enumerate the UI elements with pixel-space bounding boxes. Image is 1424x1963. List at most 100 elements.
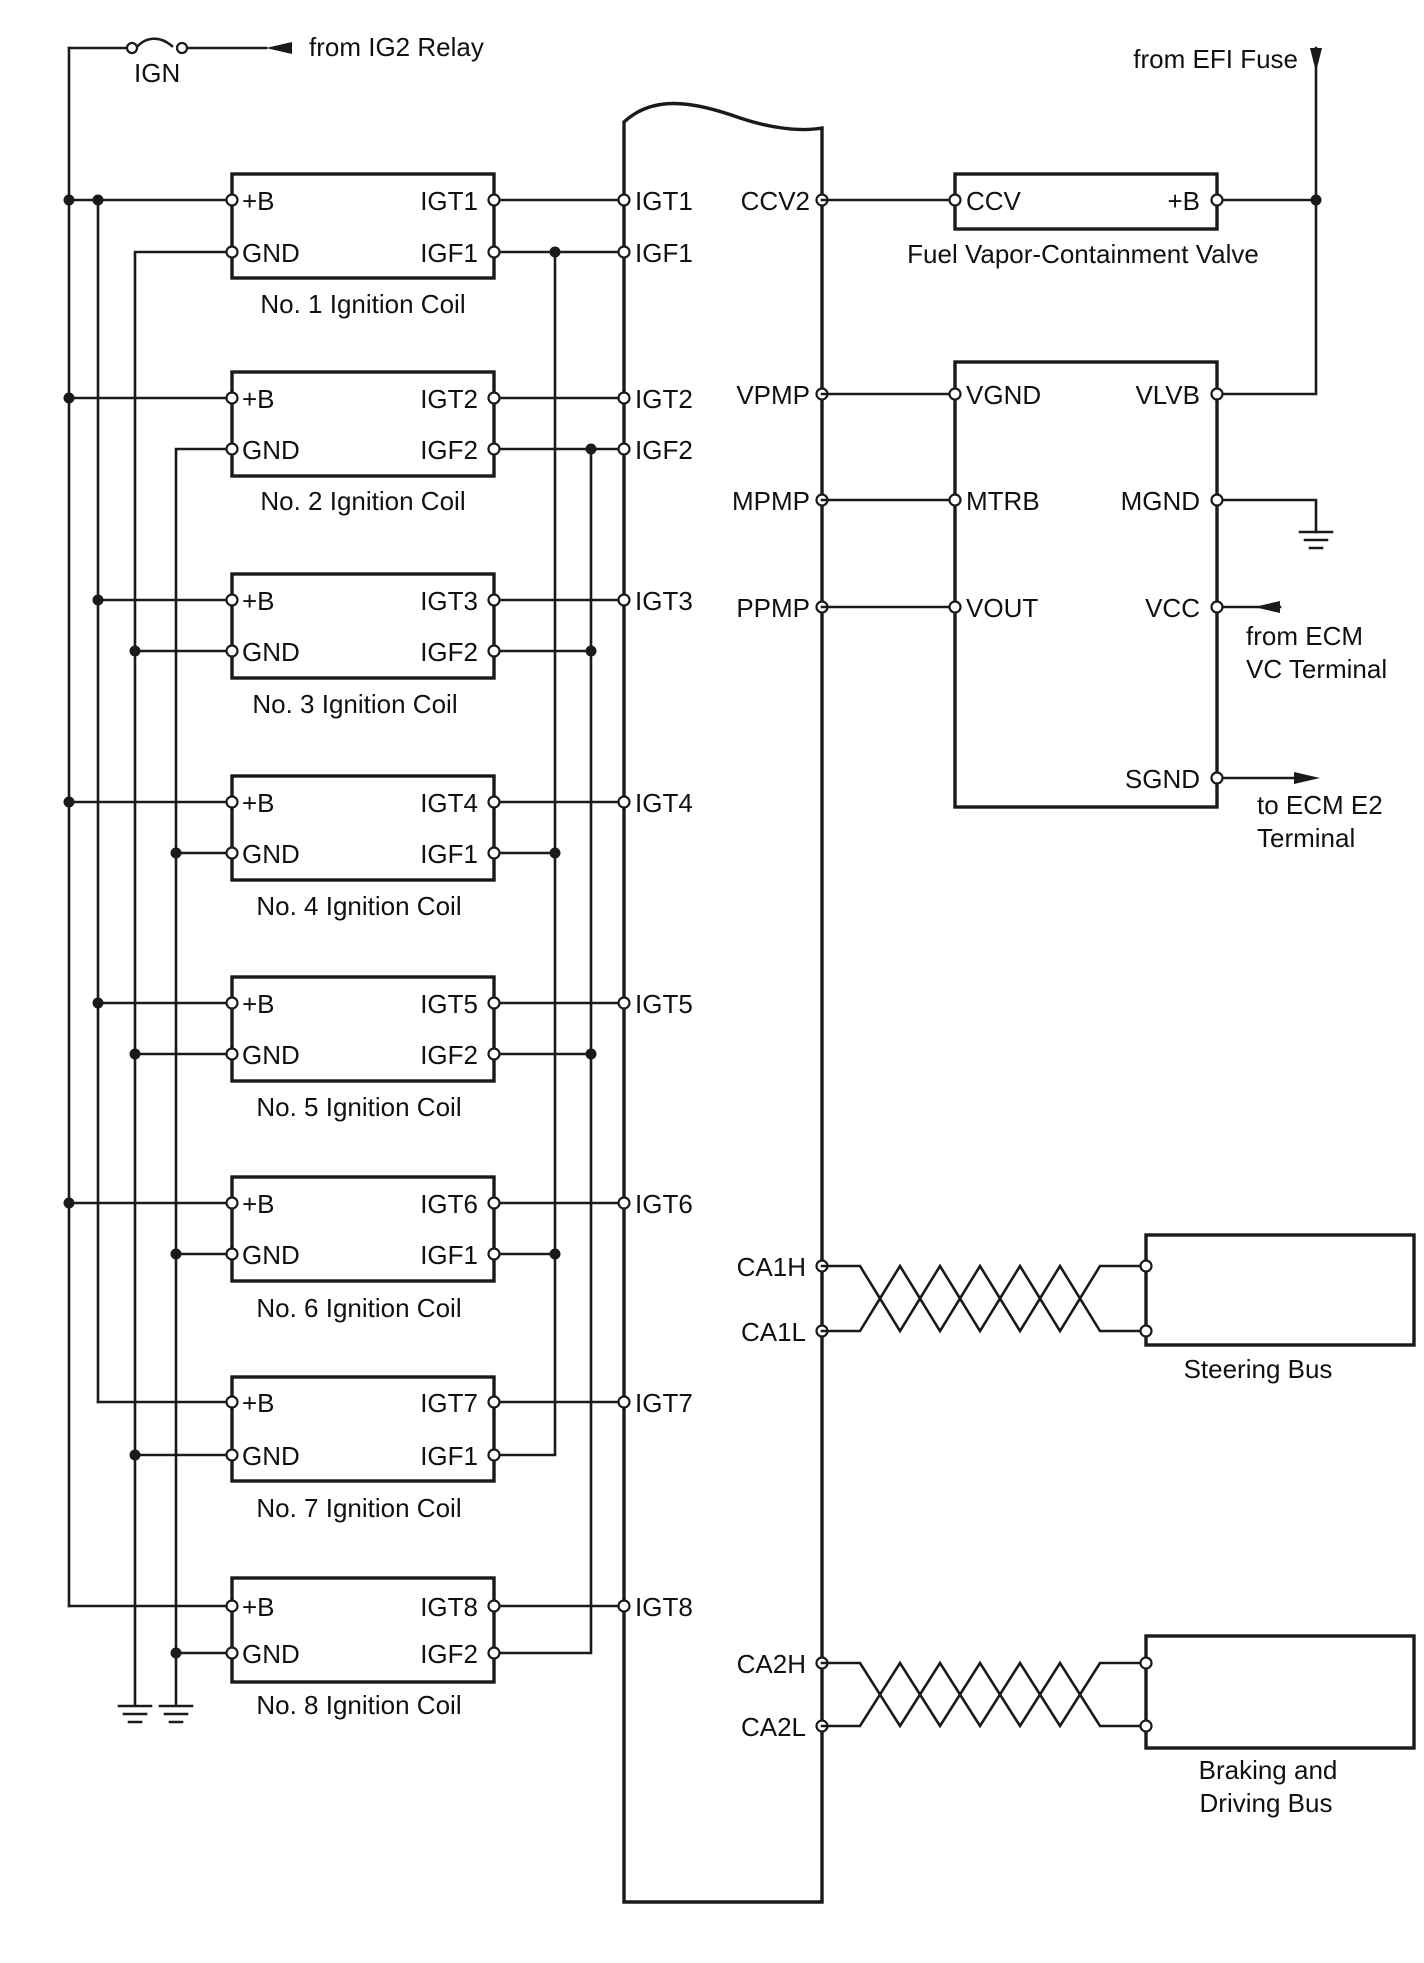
- coil-1-b-pin: +B: [242, 186, 275, 216]
- ignition-coil-1: +B GND IGT1 IGF1 No. 1 Ignition Coil: [63, 172, 626, 319]
- coil-8-b-pin: +B: [242, 1592, 275, 1622]
- coil-3-label: No. 3 Ignition Coil: [252, 689, 457, 719]
- coil-8-gnd-pin: GND: [242, 1639, 300, 1669]
- pump-pin-vcc: VCC: [1145, 593, 1200, 623]
- coil-2-b-pin: +B: [242, 384, 275, 414]
- ign-feed: IGN from IG2 Relay: [67, 32, 484, 88]
- coil-7-label: No. 7 Ignition Coil: [256, 1493, 461, 1523]
- ecm-pin-vpmp: VPMP: [736, 380, 810, 410]
- coil-1-igt-pin: IGT1: [420, 186, 478, 216]
- pump-pin-mtrb: MTRB: [966, 486, 1040, 516]
- ecm-pin-igt6: IGT6: [635, 1189, 693, 1219]
- ignition-coil-8: +B GND IGT8 IGF2 No. 8 Ignition Coil: [67, 1576, 626, 1720]
- ign-fuse-label: IGN: [134, 58, 180, 88]
- ecm-pin-igf2: IGF2: [635, 435, 693, 465]
- ig2-relay-label: from IG2 Relay: [309, 32, 484, 62]
- braking-driving-bus: Braking and Driving Bus: [820, 1634, 1416, 1818]
- coil-2-gnd-pin: GND: [242, 435, 300, 465]
- ecm-pin-mpmp: MPMP: [732, 486, 810, 516]
- ecm-pin-igt2: IGT2: [635, 384, 693, 414]
- coil-3-igf-pin: IGF2: [420, 637, 478, 667]
- coil-5-label: No. 5 Ignition Coil: [256, 1092, 461, 1122]
- fuse-terminal-right: [175, 41, 189, 55]
- coil-1-igf-pin: IGF1: [420, 238, 478, 268]
- coil-6-igf-pin: IGF1: [420, 1240, 478, 1270]
- ecm-pin-igt8: IGT8: [635, 1592, 693, 1622]
- vc-arrow: [1254, 601, 1280, 613]
- e2-terminal-label-2: Terminal: [1257, 823, 1355, 853]
- e2-arrow: [1294, 772, 1320, 784]
- coil-7-igf-pin: IGF1: [420, 1441, 478, 1471]
- coil-6-label: No. 6 Ignition Coil: [256, 1293, 461, 1323]
- ignition-coil-5: +B GND IGT5 IGF2 No. 5 Ignition Coil: [92, 975, 626, 1122]
- coil-6-gnd-pin: GND: [242, 1240, 300, 1270]
- coil-7-b-pin: +B: [242, 1388, 275, 1418]
- e2-terminal-label-1: to ECM E2: [1257, 790, 1383, 820]
- efi-fuse-label: from EFI Fuse: [1133, 44, 1298, 74]
- ig2-relay-arrow: [266, 42, 292, 54]
- ground-symbol-left-b: [158, 1704, 194, 1724]
- valve-label: Fuel Vapor-Containment Valve: [907, 239, 1259, 269]
- steering-bus: Steering Bus: [820, 1233, 1416, 1384]
- pump-pin-vout: VOUT: [966, 593, 1038, 623]
- pump-module: VGND MTRB VOUT VLVB MGND VCC SGND from E…: [820, 360, 1387, 853]
- ignition-coil-4: +B GND IGT4 IGF1 No. 4 Ignition Coil: [63, 774, 626, 921]
- efi-fuse-arrow: [1310, 48, 1322, 72]
- ecm-pin-ppmp: PPMP: [736, 593, 810, 623]
- coil-4-gnd-pin: GND: [242, 839, 300, 869]
- fuse-terminal-left: [125, 41, 139, 55]
- valve-pin-ccv: CCV: [966, 186, 1022, 216]
- coil-1-gnd-pin: GND: [242, 238, 300, 268]
- ecm-pin-ca2l: CA2L: [741, 1712, 806, 1742]
- ecm-pin-igt3: IGT3: [635, 586, 693, 616]
- ecm-pin-igt7: IGT7: [635, 1388, 693, 1418]
- coil-8-igt-pin: IGT8: [420, 1592, 478, 1622]
- coil-3-b-pin: +B: [242, 586, 275, 616]
- coil-4-igt-pin: IGT4: [420, 788, 478, 818]
- ecm-pin-ca1l: CA1L: [741, 1317, 806, 1347]
- ecm-block: IGT1 IGF1 IGT2 IGF2 IGT3 IGT4 IGT5 IGT6 …: [617, 101, 829, 1904]
- ignition-coil-3: +B GND IGT3 IGF2 No. 3 Ignition Coil: [92, 572, 626, 719]
- coil-5-igt-pin: IGT5: [420, 989, 478, 1019]
- coil-2-igt-pin: IGT2: [420, 384, 478, 414]
- coil-5-gnd-pin: GND: [242, 1040, 300, 1070]
- ecm-pin-igf1: IGF1: [635, 238, 693, 268]
- braking-bus-label-1: Braking and: [1199, 1755, 1338, 1785]
- coil-6-igt-pin: IGT6: [420, 1189, 478, 1219]
- coil-7-igt-pin: IGT7: [420, 1388, 478, 1418]
- ignition-coil-6: +B GND IGT6 IGF1 No. 6 Ignition Coil: [63, 1175, 626, 1323]
- bus-lines: [67, 46, 593, 1706]
- coil-7-gnd-pin: GND: [242, 1441, 300, 1471]
- coil-6-b-pin: +B: [242, 1189, 275, 1219]
- ground-symbol-left-a: [117, 1704, 153, 1724]
- pump-pin-mgnd: MGND: [1121, 486, 1200, 516]
- ignition-coil-2: +B GND IGT2 IGF2 No. 2 Ignition Coil: [63, 370, 626, 516]
- ecm-pin-igt1: IGT1: [635, 186, 693, 216]
- pump-pin-vlvb: VLVB: [1135, 380, 1200, 410]
- mgnd-ground-symbol: [1298, 530, 1334, 550]
- coil-2-igf-pin: IGF2: [420, 435, 478, 465]
- coil-8-igf-pin: IGF2: [420, 1639, 478, 1669]
- ecm-pin-igt4: IGT4: [635, 788, 693, 818]
- coil-3-igt-pin: IGT3: [420, 586, 478, 616]
- coil-4-igf-pin: IGF1: [420, 839, 478, 869]
- valve-pin-b: +B: [1167, 186, 1200, 216]
- ecm-pin-igt5: IGT5: [635, 989, 693, 1019]
- coil-5-b-pin: +B: [242, 989, 275, 1019]
- vc-terminal-label-2: VC Terminal: [1246, 654, 1387, 684]
- ecm-pin-ca2h: CA2H: [737, 1649, 806, 1679]
- ecm-pin-ca1h: CA1H: [737, 1252, 806, 1282]
- coil-4-label: No. 4 Ignition Coil: [256, 891, 461, 921]
- vc-terminal-label-1: from ECM: [1246, 621, 1363, 651]
- ignition-coil-7: +B GND IGT7 IGF1 No. 7 Ignition Coil: [96, 1375, 626, 1523]
- coil-4-b-pin: +B: [242, 788, 275, 818]
- coil-1-label: No. 1 Ignition Coil: [260, 289, 465, 319]
- pump-pin-sgnd: SGND: [1125, 764, 1200, 794]
- coil-8-label: No. 8 Ignition Coil: [256, 1690, 461, 1720]
- pump-pin-vgnd: VGND: [966, 380, 1041, 410]
- coil-3-gnd-pin: GND: [242, 637, 300, 667]
- steering-bus-label: Steering Bus: [1184, 1354, 1333, 1384]
- ecm-pin-ccv2: CCV2: [741, 186, 810, 216]
- braking-bus-label-2: Driving Bus: [1200, 1788, 1333, 1818]
